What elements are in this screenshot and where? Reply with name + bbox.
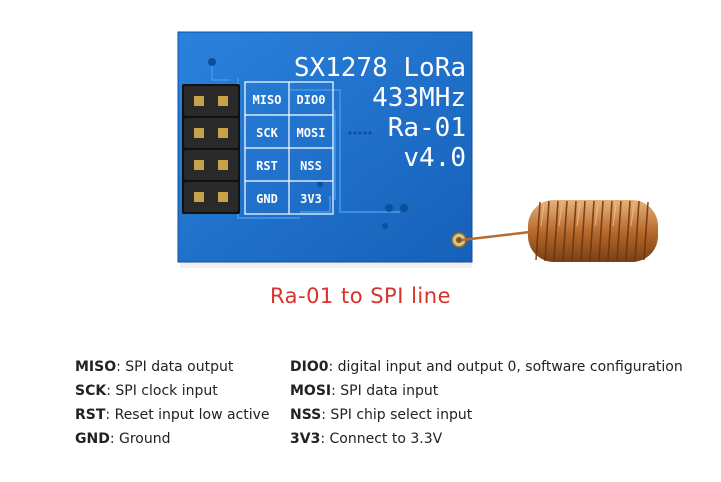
pin-label-dio0: DIO0 bbox=[297, 93, 326, 107]
legend-item-miso: MISO: SPI data output bbox=[75, 359, 233, 375]
pin-label-mosi: MOSI bbox=[297, 126, 326, 140]
legend-pin-desc: : SPI data input bbox=[331, 383, 439, 399]
legend-pin-name: DIO0 bbox=[290, 359, 329, 375]
test-points bbox=[348, 131, 372, 135]
legend-pin-name: MOSI bbox=[290, 383, 332, 399]
board-title-model: SX1278 LoRa bbox=[294, 53, 466, 83]
via-3 bbox=[400, 204, 408, 212]
legend-item-gnd: GND: Ground bbox=[75, 431, 171, 447]
legend-pin-name: RST bbox=[75, 407, 106, 423]
lora-module-photo: MISO SCK RST GND DIO0 MOSI NSS 3V3 SX127… bbox=[177, 31, 658, 268]
legend-pin-desc: : Connect to 3.3V bbox=[320, 431, 443, 447]
board-title-version: v4.0 bbox=[403, 143, 466, 173]
pin-label-sck: SCK bbox=[256, 126, 278, 140]
legend-pin-desc: : Reset input low active bbox=[105, 407, 270, 423]
legend-pin-desc: : SPI chip select input bbox=[321, 407, 473, 423]
legend-item-sck: SCK: SPI clock input bbox=[75, 383, 218, 399]
via-4 bbox=[317, 181, 323, 187]
spring-antenna-icon bbox=[461, 200, 658, 262]
board-title-part: Ra-01 bbox=[388, 113, 466, 143]
image-caption: Ra-01 to SPI line bbox=[270, 284, 451, 308]
via-2 bbox=[385, 204, 393, 212]
legend-pin-name: MISO bbox=[75, 359, 117, 375]
board-title-frequency: 433MHz bbox=[372, 83, 466, 113]
legend-pin-name: GND bbox=[75, 431, 110, 447]
legend-item-rst: RST: Reset input low active bbox=[75, 407, 270, 423]
legend-pin-name: 3V3 bbox=[290, 431, 321, 447]
legend-pin-desc: : Ground bbox=[109, 431, 171, 447]
legend-pin-desc: : digital input and output 0, software c… bbox=[328, 359, 683, 375]
pin-label-nss: NSS bbox=[300, 159, 322, 173]
legend-pin-desc: : SPI data output bbox=[116, 359, 234, 375]
legend-item-mosi: MOSI: SPI data input bbox=[290, 383, 438, 399]
via-5 bbox=[382, 223, 388, 229]
legend-item-dio0: DIO0: digital input and output 0, softwa… bbox=[290, 359, 683, 375]
pin-label-rst: RST bbox=[256, 159, 278, 173]
pin-header-icon bbox=[182, 84, 240, 214]
legend-item-nss: NSS: SPI chip select input bbox=[290, 407, 472, 423]
pin-label-gnd: GND bbox=[256, 192, 278, 206]
legend-pin-name: SCK bbox=[75, 383, 107, 399]
legend-pin-desc: : SPI clock input bbox=[106, 383, 218, 399]
pin-label-grid bbox=[244, 81, 334, 215]
via-1 bbox=[208, 58, 216, 66]
legend-item-3v3: 3V3: Connect to 3.3V bbox=[290, 431, 442, 447]
pin-label-miso: MISO bbox=[253, 93, 282, 107]
pin-label-3v3: 3V3 bbox=[300, 192, 322, 206]
legend-pin-name: NSS bbox=[290, 407, 322, 423]
